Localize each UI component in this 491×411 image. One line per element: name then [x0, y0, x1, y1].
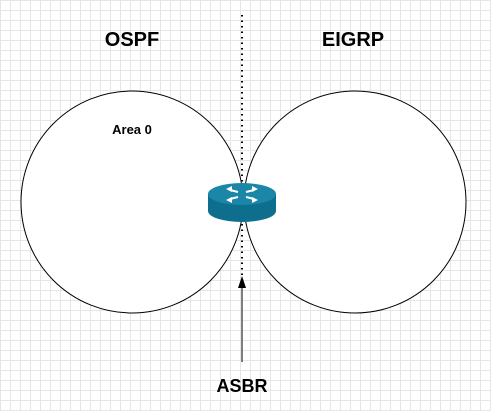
asbr-arrow: [238, 276, 246, 362]
area-label: Area 0: [112, 122, 152, 137]
asbr-label: ASBR: [216, 376, 267, 396]
eigrp-domain-circle: [243, 90, 467, 314]
ospf-label: OSPF: [105, 29, 159, 51]
eigrp-label: EIGRP: [322, 29, 384, 51]
router-icon: [208, 183, 276, 222]
